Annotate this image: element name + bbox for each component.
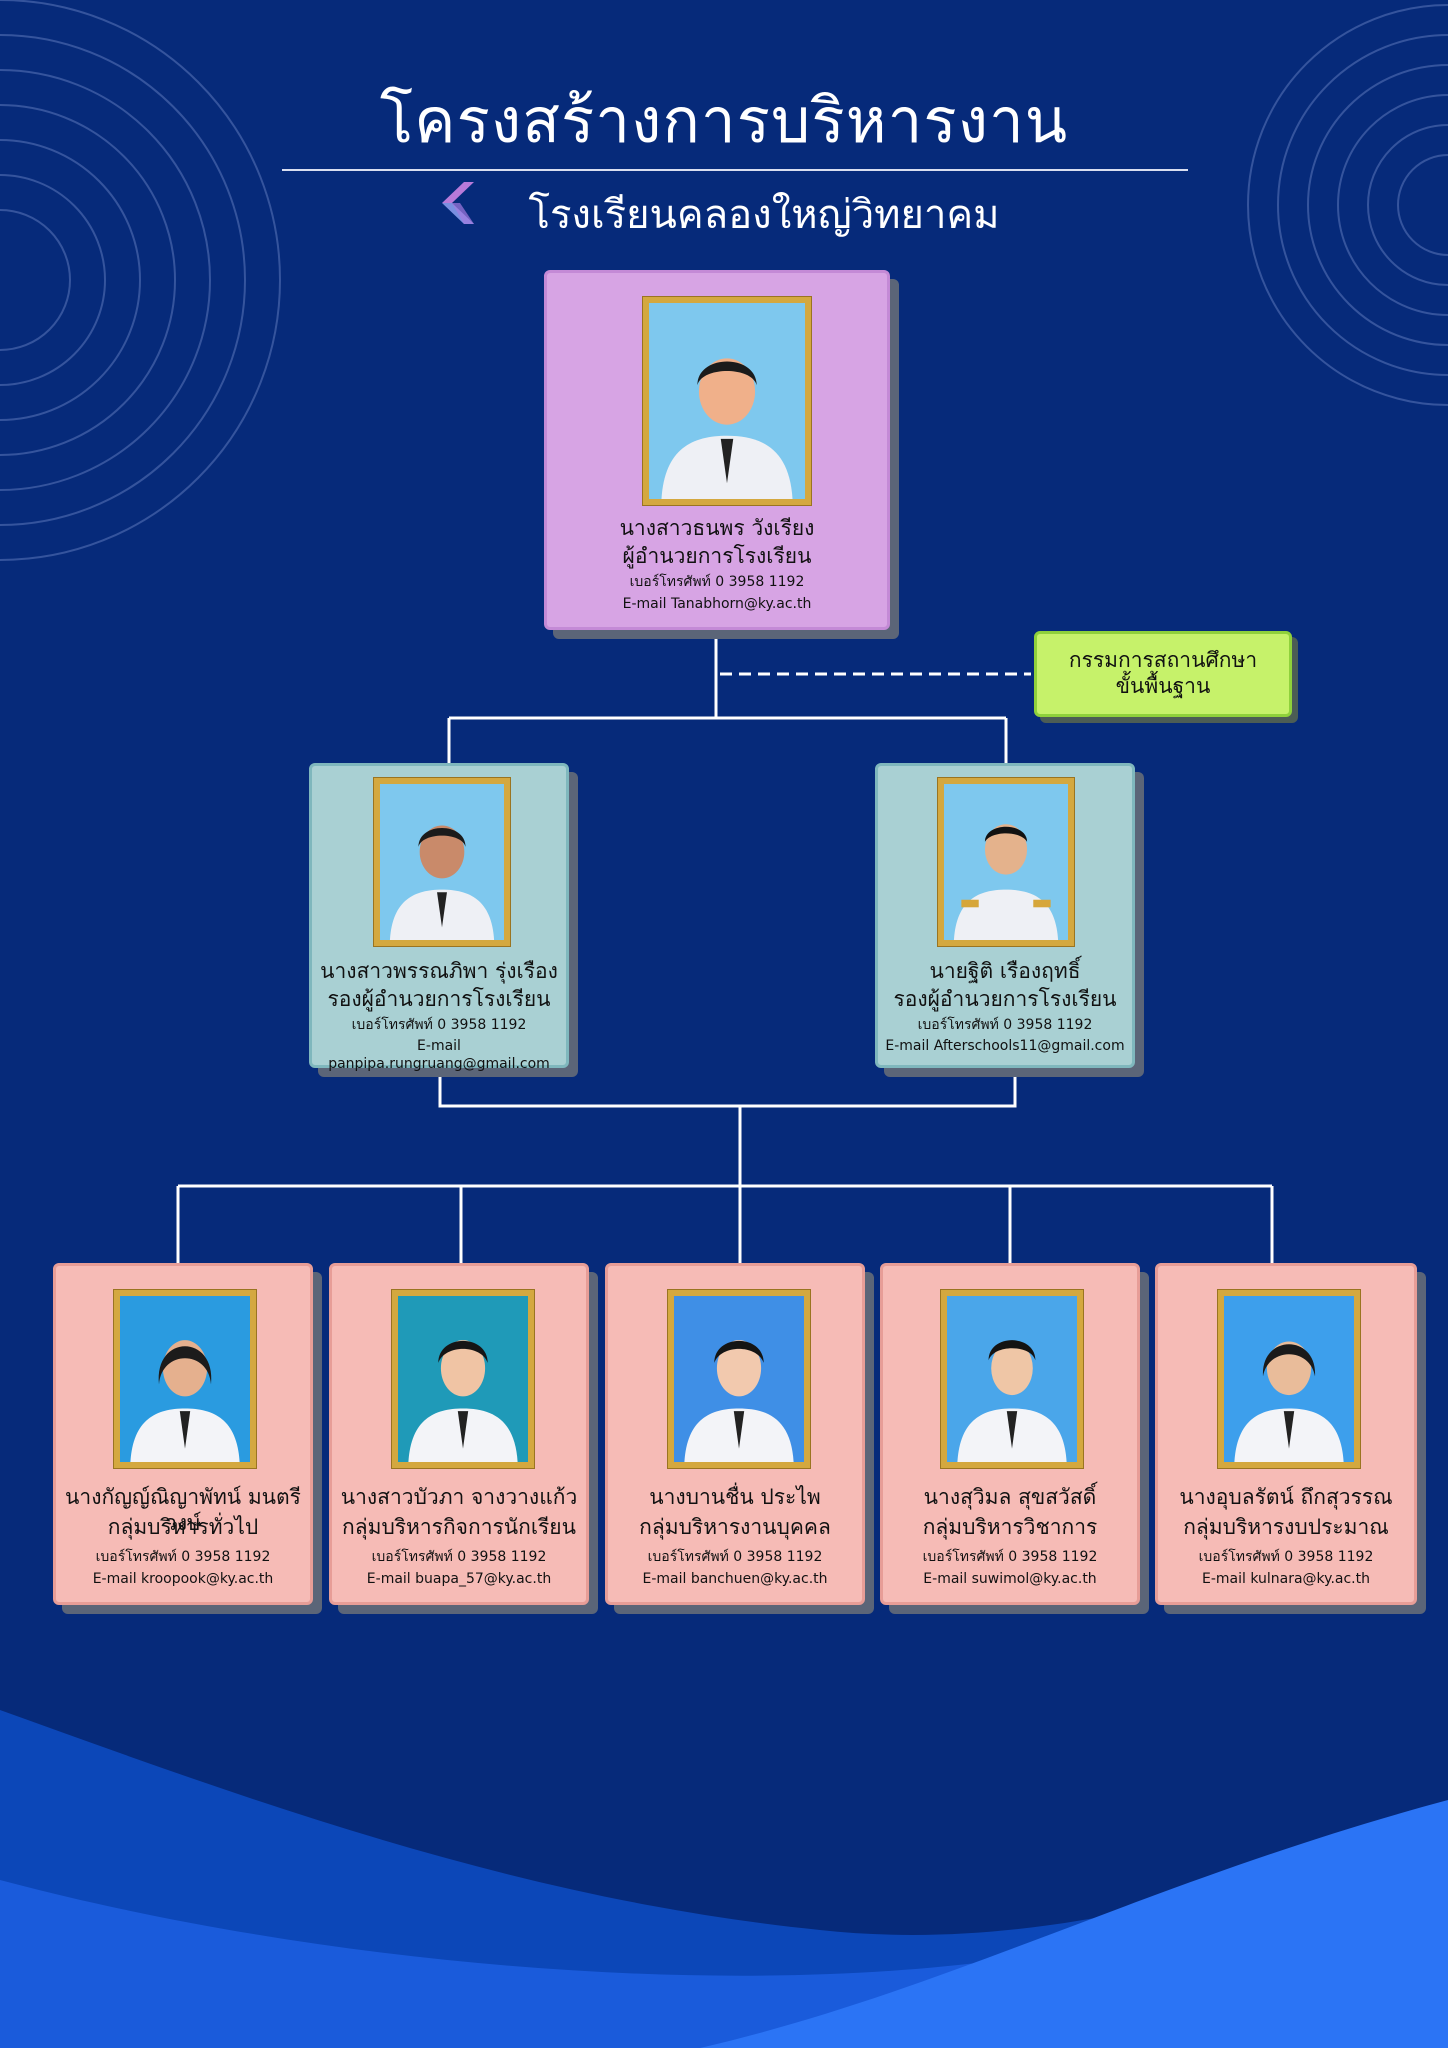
group-head-photo (1218, 1290, 1360, 1468)
wave-light (700, 1800, 1448, 2048)
group-head-phone: เบอร์โทรศัพท์ 0 3958 1192 (1198, 1549, 1374, 1565)
board-label-line1: กรรมการสถานศึกษา (1068, 648, 1258, 672)
vice-director-name: นายฐิติ เรืองฤทธิ์ (929, 959, 1081, 983)
group-head-phone: เบอร์โทรศัพท์ 0 3958 1192 (371, 1549, 547, 1565)
director-phone: เบอร์โทรศัพท์ 0 3958 1192 (629, 574, 805, 590)
director-email: E-mail Tanabhorn@ky.ac.th (622, 596, 812, 612)
group-name: กลุ่มบริหารวิชาการ (922, 1515, 1098, 1539)
director-name: นางสาวธนพร วังเรียง (619, 516, 815, 540)
group-name: กลุ่มบริหารงานบุคคล (639, 1515, 831, 1539)
vice-director-card: นายฐิติ เรืองฤทธิ์ รองผู้อำนวยการโรงเรีย… (875, 763, 1135, 1068)
group-name: กลุ่มบริหารทั่วไป (107, 1515, 259, 1539)
vice-director-role: รองผู้อำนวยการโรงเรียน (893, 987, 1117, 1011)
group-head-photo (668, 1290, 810, 1468)
group-head-email: E-mail kulnara@ky.ac.th (1201, 1571, 1370, 1587)
group-head-name: นางกัญญ์ณิญาพัทน์ มนตรีวงษ์ (65, 1485, 301, 1535)
basic-education-board-box: กรรมการสถานศึกษา ขั้นพื้นฐาน (1034, 631, 1292, 717)
group-head-card: นางบานชื่น ประไพ กลุ่มบริหารงานบุคคล เบอ… (605, 1263, 865, 1605)
group-head-email: E-mail banchuen@ky.ac.th (642, 1571, 828, 1587)
group-head-phone: เบอร์โทรศัพท์ 0 3958 1192 (922, 1549, 1098, 1565)
vice-director-role: รองผู้อำนวยการโรงเรียน (327, 987, 551, 1011)
page-title: โครงสร้างการบริหารงาน (379, 84, 1069, 157)
group-head-card: นางสุวิมล สุขสวัสดิ์ กลุ่มบริหารวิชาการ … (880, 1263, 1140, 1605)
vice-director-card: นางสาวพรรณภิพา รุ่งเรือง รองผู้อำนวยการโ… (309, 763, 569, 1072)
vice-director-email: E-mail panpipa.rungruang@gmail.com (328, 1038, 550, 1072)
director-photo (643, 297, 811, 505)
group-head-email: E-mail kroopook@ky.ac.th (92, 1571, 274, 1587)
group-name: กลุ่มบริหารงบประมาณ (1183, 1515, 1389, 1539)
director-role: ผู้อำนวยการโรงเรียน (622, 544, 812, 568)
group-head-name: นางสาวบัวภา จางวางแก้ว (340, 1485, 578, 1509)
group-head-photo (114, 1290, 256, 1468)
group-head-card: นางกัญญ์ณิญาพัทน์ มนตรีวงษ์ กลุ่มบริหารท… (53, 1263, 313, 1605)
vice-director-email: E-mail Afterschools11@gmail.com (885, 1038, 1125, 1054)
group-head-photo (392, 1290, 534, 1468)
concentric-circles-left (0, 0, 281, 561)
group-head-name: นางอุบลรัตน์ ถึกสุวรรณ (1179, 1485, 1393, 1509)
group-head-email: E-mail suwimol@ky.ac.th (923, 1571, 1097, 1587)
group-head-phone: เบอร์โทรศัพท์ 0 3958 1192 (95, 1549, 271, 1565)
group-head-email: E-mail buapa_57@ky.ac.th (366, 1571, 552, 1587)
vice-director-phone: เบอร์โทรศัพท์ 0 3958 1192 (917, 1017, 1093, 1033)
vice-director-photo (374, 778, 510, 946)
group-head-name: นางสุวิมล สุขสวัสดิ์ (923, 1485, 1097, 1509)
school-name: โรงเรียนคลองใหญ่วิทยาคม (528, 192, 1000, 238)
group-head-name: นางบานชื่น ประไพ (649, 1485, 821, 1509)
group-name: กลุ่มบริหารกิจการนักเรียน (342, 1515, 576, 1539)
group-head-card: นางสาวบัวภา จางวางแก้ว กลุ่มบริหารกิจการ… (329, 1263, 589, 1605)
title-divider (282, 169, 1188, 171)
board-label-line2: ขั้นพื้นฐาน (1115, 674, 1211, 698)
vice-director-name: นางสาวพรรณภิพา รุ่งเรือง (320, 959, 558, 983)
logo-icon (442, 182, 474, 224)
group-head-phone: เบอร์โทรศัพท์ 0 3958 1192 (647, 1549, 823, 1565)
group-head-photo (941, 1290, 1083, 1468)
director-card: นางสาวธนพร วังเรียง ผู้อำนวยการโรงเรียน … (544, 270, 890, 630)
vice-director-phone: เบอร์โทรศัพท์ 0 3958 1192 (351, 1017, 527, 1033)
vice-director-photo (938, 778, 1074, 946)
concentric-circles-right (1247, 4, 1448, 406)
group-head-card: นางอุบลรัตน์ ถึกสุวรรณ กลุ่มบริหารงบประม… (1155, 1263, 1417, 1605)
